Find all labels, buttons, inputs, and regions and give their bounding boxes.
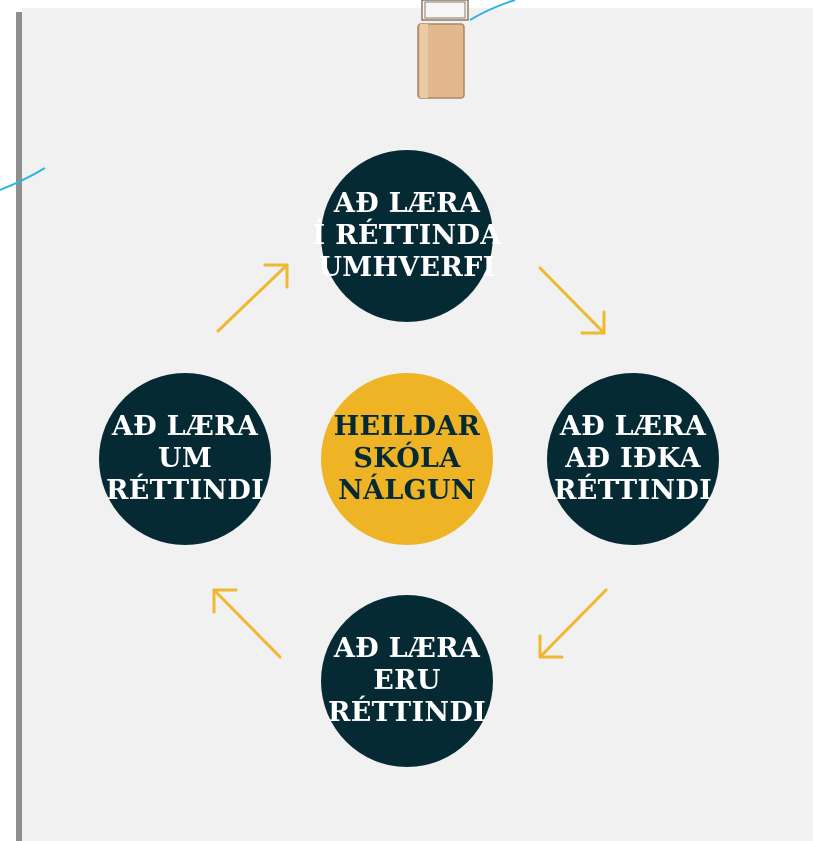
node-top: AÐ LÆRA Í RÉTTINDA UMHVERFI bbox=[313, 150, 501, 322]
node-bottom-line-1: AÐ LÆRA bbox=[333, 633, 481, 664]
arrow-icon-top-right bbox=[538, 266, 606, 335]
node-bottom: AÐ LÆRA ERU RÉTTINDI bbox=[321, 595, 493, 767]
node-top-line-1: AÐ LÆRA bbox=[333, 188, 481, 219]
arrow-icon-top-left bbox=[216, 263, 289, 333]
node-top-line-2: Í RÉTTINDA bbox=[312, 220, 502, 251]
node-center-line-1: HEILDAR bbox=[333, 411, 481, 442]
node-top-line-3: UMHVERFI bbox=[318, 252, 496, 283]
node-bottom-line-3: RÉTTINDI bbox=[328, 697, 486, 728]
arrow-icon-bottom-left bbox=[212, 588, 282, 659]
node-center-line-2: SKÓLA bbox=[353, 443, 461, 474]
node-left-line-3: RÉTTINDI bbox=[106, 475, 264, 506]
node-left-line-2: UM bbox=[157, 443, 213, 474]
node-left-line-1: AÐ LÆRA bbox=[111, 411, 259, 442]
node-bottom-line-2: ERU bbox=[373, 665, 441, 696]
ribbon-line-top bbox=[469, 0, 516, 21]
node-right-line-1: AÐ LÆRA bbox=[559, 411, 707, 442]
arrow-icon-bottom-right bbox=[538, 588, 608, 659]
ribbon-line-left bbox=[0, 167, 46, 191]
clothespin-icon bbox=[417, 0, 469, 99]
node-right-line-3: RÉTTINDI bbox=[554, 475, 712, 506]
node-center: HEILDAR SKÓLA NÁLGUN bbox=[321, 373, 493, 545]
node-left: AÐ LÆRA UM RÉTTINDI bbox=[99, 373, 271, 545]
node-center-line-3: NÁLGUN bbox=[338, 475, 476, 506]
node-right-line-2: AÐ IÐKA bbox=[565, 443, 701, 474]
node-right: AÐ LÆRA AÐ IÐKA RÉTTINDI bbox=[547, 373, 719, 545]
